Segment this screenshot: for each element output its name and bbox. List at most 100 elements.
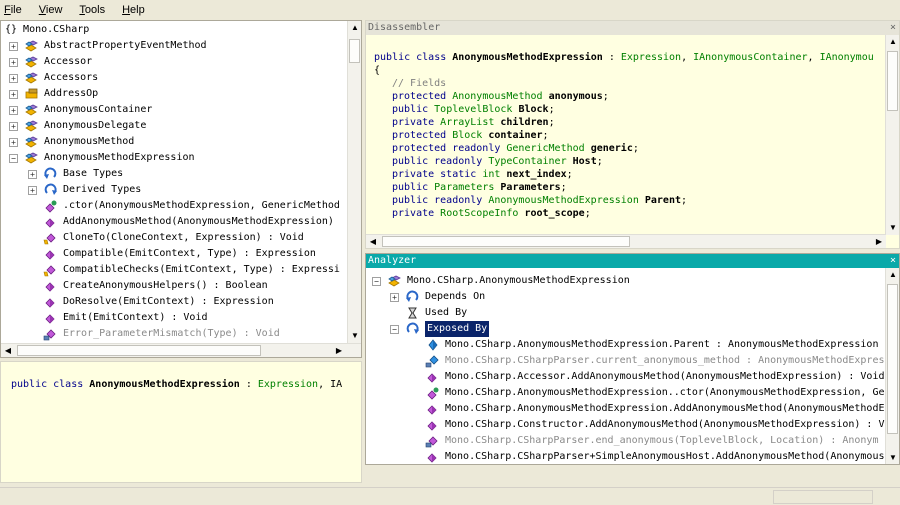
semicolon: ; xyxy=(632,143,639,154)
derived-types-icon xyxy=(43,183,58,197)
tree-item-label: Mono.CSharp.CSharpParser+SimpleAnonymous… xyxy=(445,451,885,462)
field-declaration-line: protected readonly GenericMethod generic… xyxy=(392,142,639,155)
tree-item-class[interactable]: +Accessor xyxy=(9,54,92,70)
tree-item-class[interactable]: +AbstractPropertyEventMethod xyxy=(9,38,207,54)
scroll-down-icon[interactable]: ▼ xyxy=(889,453,897,462)
scroll-left-icon[interactable]: ◀ xyxy=(4,346,12,355)
scroll-left-icon[interactable]: ◀ xyxy=(369,237,377,246)
tree-vertical-scrollbar[interactable]: ▲ ▼ xyxy=(347,21,361,343)
tree-item-label: AnonymousMethod xyxy=(44,136,135,147)
analyzer-result-row[interactable]: Mono.CSharp.AnonymousMethodExpression..c… xyxy=(425,385,885,401)
menu-tools[interactable]: Tools xyxy=(79,4,105,16)
collapse-icon[interactable]: − xyxy=(372,276,381,286)
scroll-down-icon[interactable]: ▼ xyxy=(351,331,359,340)
analyzer-result-row[interactable]: Mono.CSharp.Accessor.AddAnonymousMethod(… xyxy=(425,369,885,385)
field-declaration-line: public readonly AnonymousMethodExpressio… xyxy=(392,194,687,207)
expand-icon[interactable]: + xyxy=(28,169,37,179)
tree-item-member[interactable]: AddAnonymousMethod(AnonymousMethodExpres… xyxy=(28,214,334,230)
field-name: next_index xyxy=(506,169,567,180)
tree-item-label: AnonymousContainer xyxy=(44,104,153,115)
tree-item-member[interactable]: DoResolve(EmitContext) : Expression xyxy=(28,294,274,310)
analyzer-result-row[interactable]: Mono.CSharp.AnonymousMethodExpression.Pa… xyxy=(425,337,878,353)
tree-item-member[interactable]: Error_ParameterMismatch(Type) : Void xyxy=(28,326,280,342)
expand-icon[interactable]: + xyxy=(9,89,18,99)
menu-view[interactable]: View xyxy=(39,4,63,16)
tree-item-member[interactable]: CompatibleChecks(EmitContext, Type) : Ex… xyxy=(28,262,340,278)
class-tree: {} Mono.CSharp+AbstractPropertyEventMeth… xyxy=(1,21,346,343)
tree-root-namespace[interactable]: {} Mono.CSharp xyxy=(5,22,89,38)
expand-icon[interactable]: + xyxy=(390,292,399,302)
tree-item-label: Mono.CSharp.Accessor.AddAnonymousMethod(… xyxy=(445,371,885,382)
tree-item-label: CreateAnonymousHelpers() : Boolean xyxy=(63,280,268,291)
expand-icon[interactable]: + xyxy=(9,57,18,67)
tree-item-member[interactable]: .ctor(AnonymousMethodExpression, Generic… xyxy=(28,198,340,214)
private-method-icon xyxy=(425,434,440,448)
scroll-down-icon[interactable]: ▼ xyxy=(889,223,897,232)
semicolon: ; xyxy=(548,117,555,128)
collapse-icon[interactable]: − xyxy=(9,153,18,163)
scroll-thumb[interactable] xyxy=(887,51,898,111)
disassembler-vertical-scrollbar[interactable]: ▲ ▼ xyxy=(885,35,899,235)
scroll-thumb[interactable] xyxy=(17,345,261,356)
field-name: Host xyxy=(572,156,597,167)
close-icon[interactable]: × xyxy=(889,255,896,266)
scroll-thumb[interactable] xyxy=(349,39,360,63)
tree-item-typegroup[interactable]: +Derived Types xyxy=(28,182,141,198)
menu-label: ools xyxy=(84,3,106,16)
analyzer-vertical-scrollbar[interactable]: ▲ ▼ xyxy=(885,268,899,464)
tree-item-class[interactable]: + AddressOp xyxy=(9,86,98,102)
collapse-icon[interactable]: − xyxy=(390,324,399,334)
tree-item-label: Emit(EmitContext) : Void xyxy=(63,312,208,323)
tree-item-member[interactable]: CloneTo(CloneContext, Expression) : Void xyxy=(28,230,304,246)
field-type: ToplevelBlock xyxy=(434,104,513,115)
scroll-up-icon[interactable]: ▲ xyxy=(889,270,897,279)
expand-icon[interactable]: + xyxy=(28,185,37,195)
scroll-up-icon[interactable]: ▲ xyxy=(889,37,897,46)
signature-line: public class AnonymousMethodExpression :… xyxy=(11,379,343,390)
scroll-right-icon[interactable]: ▶ xyxy=(875,237,883,246)
field-declaration-line: public readonly TypeContainer Host; xyxy=(392,155,603,168)
tree-item-class[interactable]: + AnonymousContainer xyxy=(9,102,152,118)
field-modifiers: public xyxy=(392,104,435,115)
expand-icon[interactable]: + xyxy=(9,41,18,51)
field-modifiers: protected xyxy=(392,91,453,102)
menu-label: elp xyxy=(130,3,145,16)
class-icon xyxy=(24,119,39,133)
scroll-thumb[interactable] xyxy=(887,284,898,434)
field-name: children xyxy=(500,117,549,128)
tree-item-member[interactable]: Emit(EmitContext) : Void xyxy=(28,310,208,326)
expand-icon[interactable]: + xyxy=(9,137,18,147)
scroll-right-icon[interactable]: ▶ xyxy=(335,346,343,355)
menu-file[interactable]: File xyxy=(4,4,22,16)
tree-item-member[interactable]: CreateAnonymousHelpers() : Boolean xyxy=(28,278,268,294)
analyzer-result-row[interactable]: Mono.CSharp.CSharpParser+SimpleAnonymous… xyxy=(425,449,885,464)
analyzer-node[interactable]: Used By xyxy=(390,305,467,321)
tree-item-class[interactable]: +AnonymousDelegate xyxy=(9,118,146,134)
expand-icon[interactable]: + xyxy=(9,73,18,83)
tree-item-class[interactable]: + AnonymousMethod xyxy=(9,134,134,150)
class-icon xyxy=(24,71,39,85)
disassembler-horizontal-scrollbar[interactable]: ◀ ▶ xyxy=(366,234,886,248)
menu-help[interactable]: Help xyxy=(122,4,145,16)
tree-horizontal-scrollbar[interactable]: ◀ ▶ xyxy=(1,343,361,357)
expand-icon[interactable]: + xyxy=(9,121,18,131)
tree-item-label: AddressOp xyxy=(44,88,99,99)
tree-item-class[interactable]: +Accessors xyxy=(9,70,98,86)
tree-item-label: CompatibleChecks(EmitContext, Type) : Ex… xyxy=(63,264,340,275)
scroll-thumb[interactable] xyxy=(382,236,630,247)
tree-item-typegroup[interactable]: +Base Types xyxy=(28,166,123,182)
tree-item-member[interactable]: Compatible(EmitContext, Type) : Expressi… xyxy=(28,246,316,262)
analyzer-result-row[interactable]: Mono.CSharp.CSharpParser.end_anonymous(T… xyxy=(425,433,878,449)
method-icon xyxy=(425,418,440,432)
scroll-up-icon[interactable]: ▲ xyxy=(351,23,359,32)
tree-item-class[interactable]: −AnonymousMethodExpression xyxy=(9,150,195,166)
analyzer-root[interactable]: −Mono.CSharp.AnonymousMethodExpression xyxy=(372,273,630,289)
analyzer-result-row[interactable]: Mono.CSharp.AnonymousMethodExpression.Ad… xyxy=(425,401,885,417)
analyzer-node[interactable]: +Depends On xyxy=(390,289,485,305)
close-icon[interactable]: × xyxy=(889,22,896,33)
analyzer-node[interactable]: −Exposed By xyxy=(390,321,490,337)
analyzer-result-row[interactable]: Mono.CSharp.CSharpParser.current_anonymo… xyxy=(425,353,885,369)
analyzer-result-row[interactable]: Mono.CSharp.Constructor.AddAnonymousMeth… xyxy=(425,417,885,433)
field-type: RootScopeInfo xyxy=(440,208,519,219)
expand-icon[interactable]: + xyxy=(9,105,18,115)
